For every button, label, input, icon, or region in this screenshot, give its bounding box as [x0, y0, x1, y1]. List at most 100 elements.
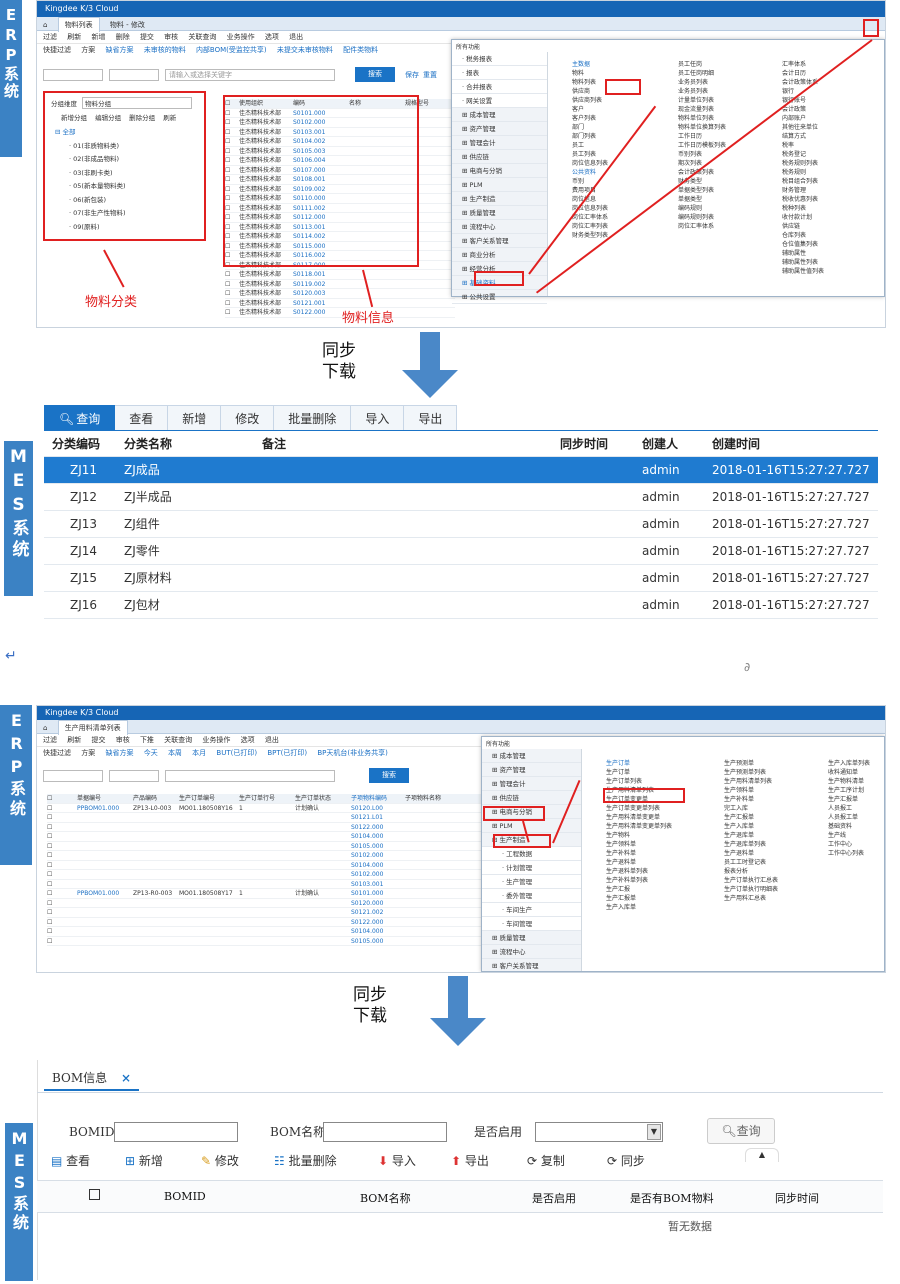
filter-scheme[interactable]: 方案: [81, 749, 96, 757]
row-child-code[interactable]: S0103.001: [351, 880, 384, 888]
group-select[interactable]: 物料分组: [82, 97, 193, 109]
function-item[interactable]: 税率: [782, 142, 795, 149]
function-item[interactable]: 业务员列表: [678, 88, 709, 95]
function-item[interactable]: 员工工时登记表: [724, 859, 767, 866]
row-checkbox[interactable]: ☐: [225, 185, 231, 193]
function-item[interactable]: 岗位信息列表: [572, 205, 609, 212]
function-item[interactable]: 会计日历: [782, 70, 807, 77]
function-item[interactable]: 财务管理: [782, 187, 807, 194]
function-item[interactable]: 生产汇报单: [828, 796, 859, 803]
function-item[interactable]: 报表分析: [724, 868, 749, 875]
filter-quick[interactable]: 快捷过滤: [43, 46, 71, 54]
row-checkbox[interactable]: ☐: [47, 823, 53, 831]
function-item[interactable]: 岗位汇率列表: [572, 223, 609, 230]
row-code[interactable]: S0101.000: [293, 109, 326, 117]
menu-audit[interactable]: 审核: [164, 33, 179, 41]
nav-item[interactable]: · 工程数据: [482, 847, 581, 861]
nav-item[interactable]: ⊞ 客户关系管理: [452, 234, 547, 248]
function-item[interactable]: 生产补料单: [724, 796, 755, 803]
nav-item[interactable]: · 生产管理: [482, 875, 581, 889]
function-item[interactable]: 业务员列表: [678, 79, 709, 86]
row-checkbox[interactable]: ☐: [225, 271, 231, 278]
row-code[interactable]: S0108.001: [293, 176, 326, 183]
nav-item[interactable]: ⊞ 管理会计: [482, 777, 581, 791]
nav-item[interactable]: ⊞ PLM: [482, 819, 581, 833]
function-item[interactable]: 客户列表: [572, 115, 597, 122]
menu-options[interactable]: 选项: [264, 33, 279, 41]
row-child-code[interactable]: S0120.L00: [351, 804, 383, 812]
tab-material-list[interactable]: 物料列表: [57, 17, 100, 32]
function-item[interactable]: 财务类型: [678, 178, 703, 185]
row-code[interactable]: S0114.002: [293, 233, 326, 240]
row-code[interactable]: S0119.002: [293, 280, 326, 288]
function-item[interactable]: 岗位信息列表: [572, 160, 609, 167]
nav-item[interactable]: ⊞ 资产管理: [452, 122, 547, 136]
row-checkbox[interactable]: ☐: [47, 871, 53, 878]
function-item[interactable]: 生产订单变更单列表: [606, 805, 661, 812]
function-item[interactable]: 部门: [572, 124, 585, 131]
batch-delete-tool[interactable]: ☷ 批量删除: [274, 1151, 337, 1171]
filter-default[interactable]: 缺省方案: [105, 749, 134, 757]
menu-filter[interactable]: 过滤: [43, 736, 57, 744]
import-button[interactable]: 导入: [351, 405, 405, 431]
row-checkbox[interactable]: ☐: [225, 223, 231, 231]
function-item[interactable]: 计量单位列表: [678, 97, 715, 104]
function-item[interactable]: 生产工序计划: [828, 787, 865, 794]
table-row[interactable]: ☐S0122.000: [47, 918, 487, 927]
edit-button[interactable]: 修改: [221, 405, 275, 431]
row-checkbox[interactable]: ☐: [225, 233, 231, 240]
select-all-checkbox[interactable]: [89, 1189, 100, 1200]
search-op-select[interactable]: [109, 770, 159, 782]
function-item[interactable]: 生产用料清单列表: [606, 787, 655, 794]
table-row[interactable]: ☐S0121.002: [47, 908, 487, 918]
function-item[interactable]: 生产退料单: [606, 859, 637, 866]
group-edit-button[interactable]: 编辑分组: [95, 114, 122, 122]
close-icon[interactable]: ×: [121, 1071, 132, 1085]
filter-week[interactable]: 本周: [167, 749, 182, 757]
function-item[interactable]: 生产物料: [606, 832, 631, 839]
row-checkbox[interactable]: ☐: [225, 280, 231, 288]
function-item[interactable]: 生产退料单列表: [606, 868, 649, 875]
function-item[interactable]: 辅助属性值列表: [782, 268, 825, 275]
menu-submit[interactable]: 提交: [139, 33, 154, 41]
filter-unsubmitted[interactable]: 未提交未审核物料: [276, 46, 333, 54]
menu-filter[interactable]: 过滤: [43, 33, 57, 41]
function-item[interactable]: 生产汇报: [606, 886, 631, 893]
row-checkbox[interactable]: ☐: [225, 252, 231, 259]
row-child-code[interactable]: S0122.000: [351, 918, 384, 926]
row-child-code[interactable]: S0105.000: [351, 937, 384, 945]
search-op-select[interactable]: [109, 69, 159, 81]
function-item[interactable]: 生产订单列表: [606, 778, 643, 785]
collapse-handle[interactable]: ▲: [745, 1148, 779, 1162]
row-checkbox[interactable]: ☐: [225, 242, 231, 250]
tab-material-edit[interactable]: 物料 - 修改: [109, 21, 145, 29]
filter-bp[interactable]: BP天机台(非业务共享): [317, 749, 388, 757]
row-code[interactable]: S0106.004: [293, 157, 326, 164]
function-item[interactable]: 供应链: [782, 223, 801, 230]
row-child-code[interactable]: S0104.000: [351, 928, 384, 935]
function-item[interactable]: 生产入库单列表: [828, 760, 871, 767]
tree-node[interactable]: · 06(新包装): [69, 195, 106, 204]
menu-related[interactable]: 关联查询: [188, 33, 217, 41]
view-button[interactable]: 查看: [115, 405, 169, 431]
row-child-code[interactable]: S0102.000: [351, 871, 384, 878]
nav-item[interactable]: ⊞ 资产管理: [482, 763, 581, 777]
row-code[interactable]: S0112.000: [293, 214, 326, 221]
function-item[interactable]: 生产退料单: [724, 850, 755, 857]
function-item[interactable]: 生产入库单: [606, 904, 637, 911]
menu-refresh[interactable]: 刷新: [67, 736, 82, 744]
function-item[interactable]: 币别列表: [678, 151, 703, 158]
function-item[interactable]: 单据类型: [678, 196, 703, 203]
row-code[interactable]: S0105.003: [293, 147, 326, 155]
nav-item[interactable]: · 网关设置: [452, 94, 547, 108]
table-row[interactable]: ☐S0122.000: [47, 823, 487, 832]
nav-item[interactable]: ⊞ 供应链: [452, 150, 547, 164]
